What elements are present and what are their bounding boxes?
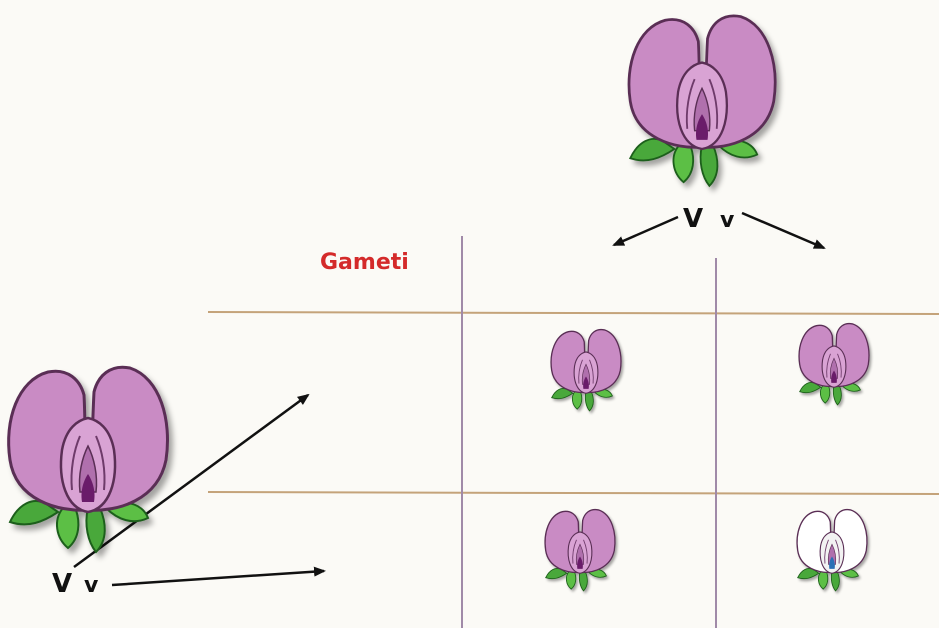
offspring-flower-1 [551,330,621,411]
grid-line-horizontal-top [208,312,939,314]
top-parent-allele-recessive: v [720,210,734,232]
arrow-top-recessive [742,213,824,248]
grid-line-horizontal-middle [208,492,939,494]
arrow-top-dominant [614,217,678,245]
arrow-left-recessive [112,571,324,585]
offspring-flower-4 [797,510,867,591]
left-parent-allele-dominant: V [52,571,72,597]
offspring-flower-3 [545,510,615,591]
left-parent-allele-recessive: v [84,575,98,597]
parent-flower-top [629,16,775,186]
top-parent-allele-dominant: V [683,206,703,232]
offspring-flower-2 [799,324,869,405]
parent-flower-left [9,367,168,552]
gametes-title: Gameti [320,252,409,274]
